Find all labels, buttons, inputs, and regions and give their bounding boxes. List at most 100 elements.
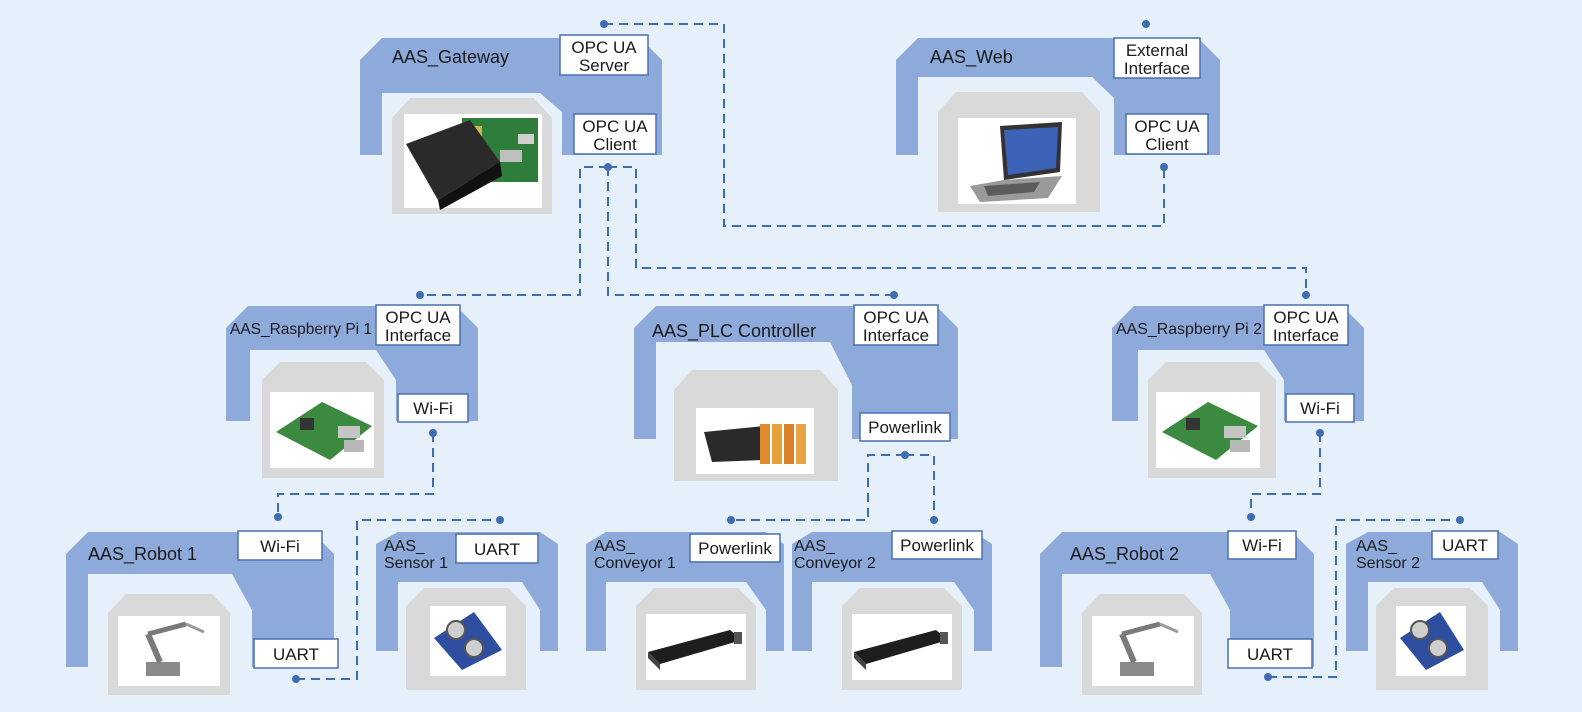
frame-robot2 [1040, 532, 1314, 667]
dot [274, 513, 282, 521]
dot [600, 20, 608, 28]
node-title-conveyor1-line2: Conveyor 1 [594, 555, 676, 572]
port-label-plc-opcua-1: OPC UA [863, 308, 929, 327]
port-gateway-client [573, 113, 657, 155]
port-label-gateway-client-1: OPC UA [582, 117, 648, 136]
port-label-rpi1-opcua-1: OPC UA [385, 308, 451, 327]
dot [930, 516, 938, 524]
port-sensor1-uart [455, 533, 539, 564]
port-label-robot2-uart: UART [1247, 645, 1293, 664]
node-title-sensor2-line1: AAS_ [1356, 538, 1398, 555]
node-frames [66, 38, 1518, 667]
node-title-sensor1-line2: Sensor 1 [384, 555, 448, 572]
connector-rpi1-robot1 [277, 433, 434, 517]
port-label-rpi2-opcua-2: Interface [1273, 326, 1339, 345]
port-label-conveyor1-powerlink: Powerlink [698, 539, 772, 558]
node-title-web: AAS_Web [930, 47, 1013, 68]
dot [604, 163, 612, 171]
dot [429, 429, 437, 437]
port-label-robot2-wifi: Wi-Fi [1242, 536, 1282, 555]
dot [1316, 429, 1324, 437]
port-label-gateway-client-2: Client [593, 135, 637, 154]
port-label-rpi2-opcua-1: OPC UA [1273, 308, 1339, 327]
port-labels: OPC UA Server OPC UA Client External Int… [260, 38, 1488, 664]
port-label-web-client-2: Client [1145, 135, 1189, 154]
port-web-client [1125, 113, 1209, 155]
dot [890, 291, 898, 299]
frame-robot1 [66, 532, 334, 667]
port-label-conveyor2-powerlink: Powerlink [900, 536, 974, 555]
port-plc-opcua [853, 304, 939, 346]
node-title-rpi1: AAS_Raspberry Pi 1 [230, 321, 372, 338]
dot [901, 451, 909, 459]
port-rpi2-wifi [1285, 393, 1355, 423]
frame-sensor2 [1346, 532, 1518, 651]
node-title-robot1: AAS_Robot 1 [88, 544, 197, 565]
port-label-gateway-server-1: OPC UA [571, 38, 637, 57]
embedded-computer-icon [404, 114, 542, 210]
connection-dots [274, 20, 1464, 683]
dot [1142, 20, 1150, 28]
port-label-rpi1-wifi: Wi-Fi [413, 399, 453, 418]
port-label-web-client-1: OPC UA [1134, 117, 1200, 136]
node-title-conveyor1-line1: AAS_ [594, 538, 636, 555]
port-robot1-uart [253, 638, 339, 669]
dot [727, 516, 735, 524]
port-label-robot1-wifi: Wi-Fi [260, 537, 300, 556]
dot [1264, 673, 1272, 681]
connector-gateway-plc [607, 167, 894, 296]
dot [1247, 513, 1255, 521]
port-conveyor2-powerlink [891, 530, 983, 560]
port-robot2-wifi [1227, 530, 1297, 560]
connector-gateway-rpi1 [420, 166, 608, 296]
node-title-plc: AAS_PLC Controller [652, 321, 816, 342]
conveyor-belt-icon [852, 614, 952, 680]
node-title-conveyor2-line1: AAS_ [794, 538, 836, 555]
connector-robot2-sensor2 [1268, 519, 1460, 678]
port-label-plc-powerlink: Powerlink [868, 418, 942, 437]
ultrasonic-sensor-icon [430, 606, 506, 676]
node-title-robot2: AAS_Robot 2 [1070, 544, 1179, 565]
port-label-sensor2-uart: UART [1442, 536, 1488, 555]
port-label-web-external-1: External [1126, 41, 1188, 60]
port-rpi1-opcua [375, 304, 461, 346]
port-boxes [237, 34, 1499, 669]
port-label-rpi2-wifi: Wi-Fi [1300, 399, 1340, 418]
ultrasonic-sensor-icon [1396, 606, 1466, 676]
port-rpi1-wifi [397, 393, 469, 423]
dot [416, 291, 424, 299]
raspberry-pi-board-icon [270, 392, 374, 468]
robot-arm-icon [118, 616, 220, 686]
port-label-sensor1-uart: UART [474, 540, 520, 559]
robot-arm-icon [1092, 616, 1194, 686]
connector-gateway-web [604, 23, 1165, 227]
connector-plc-conveyor2 [905, 454, 935, 520]
dot [1456, 516, 1464, 524]
connector-robot1-sensor1 [296, 519, 500, 680]
laptop-icon [958, 118, 1076, 204]
dot [1160, 163, 1168, 171]
port-rpi2-opcua [1263, 304, 1349, 346]
plc-io-module-icon [696, 408, 814, 474]
port-conveyor1-powerlink [689, 533, 781, 563]
port-label-rpi1-opcua-2: Interface [385, 326, 451, 345]
node-title-sensor2-line2: Sensor 2 [1356, 555, 1420, 572]
dot [292, 675, 300, 683]
node-title-gateway: AAS_Gateway [392, 47, 509, 68]
node-title-conveyor2-line2: Conveyor 2 [794, 555, 876, 572]
port-sensor2-uart [1431, 530, 1499, 560]
raspberry-pi-board-icon [1156, 392, 1260, 468]
connector-rpi2-robot2 [1250, 433, 1321, 517]
port-label-robot1-uart: UART [273, 645, 319, 664]
port-label-web-external-2: Interface [1124, 59, 1190, 78]
node-titles: AAS_Gateway AAS_Web AAS_Raspberry Pi 1 A… [88, 47, 1420, 572]
dot [496, 516, 504, 524]
port-label-plc-opcua-2: Interface [863, 326, 929, 345]
connector-gateway-rpi2 [608, 166, 1307, 295]
node-title-rpi2: AAS_Raspberry Pi 2 [1116, 321, 1262, 338]
connectors [277, 23, 1460, 680]
port-plc-powerlink [859, 412, 951, 442]
device-images [118, 114, 1466, 686]
port-label-gateway-server-2: Server [579, 56, 629, 75]
